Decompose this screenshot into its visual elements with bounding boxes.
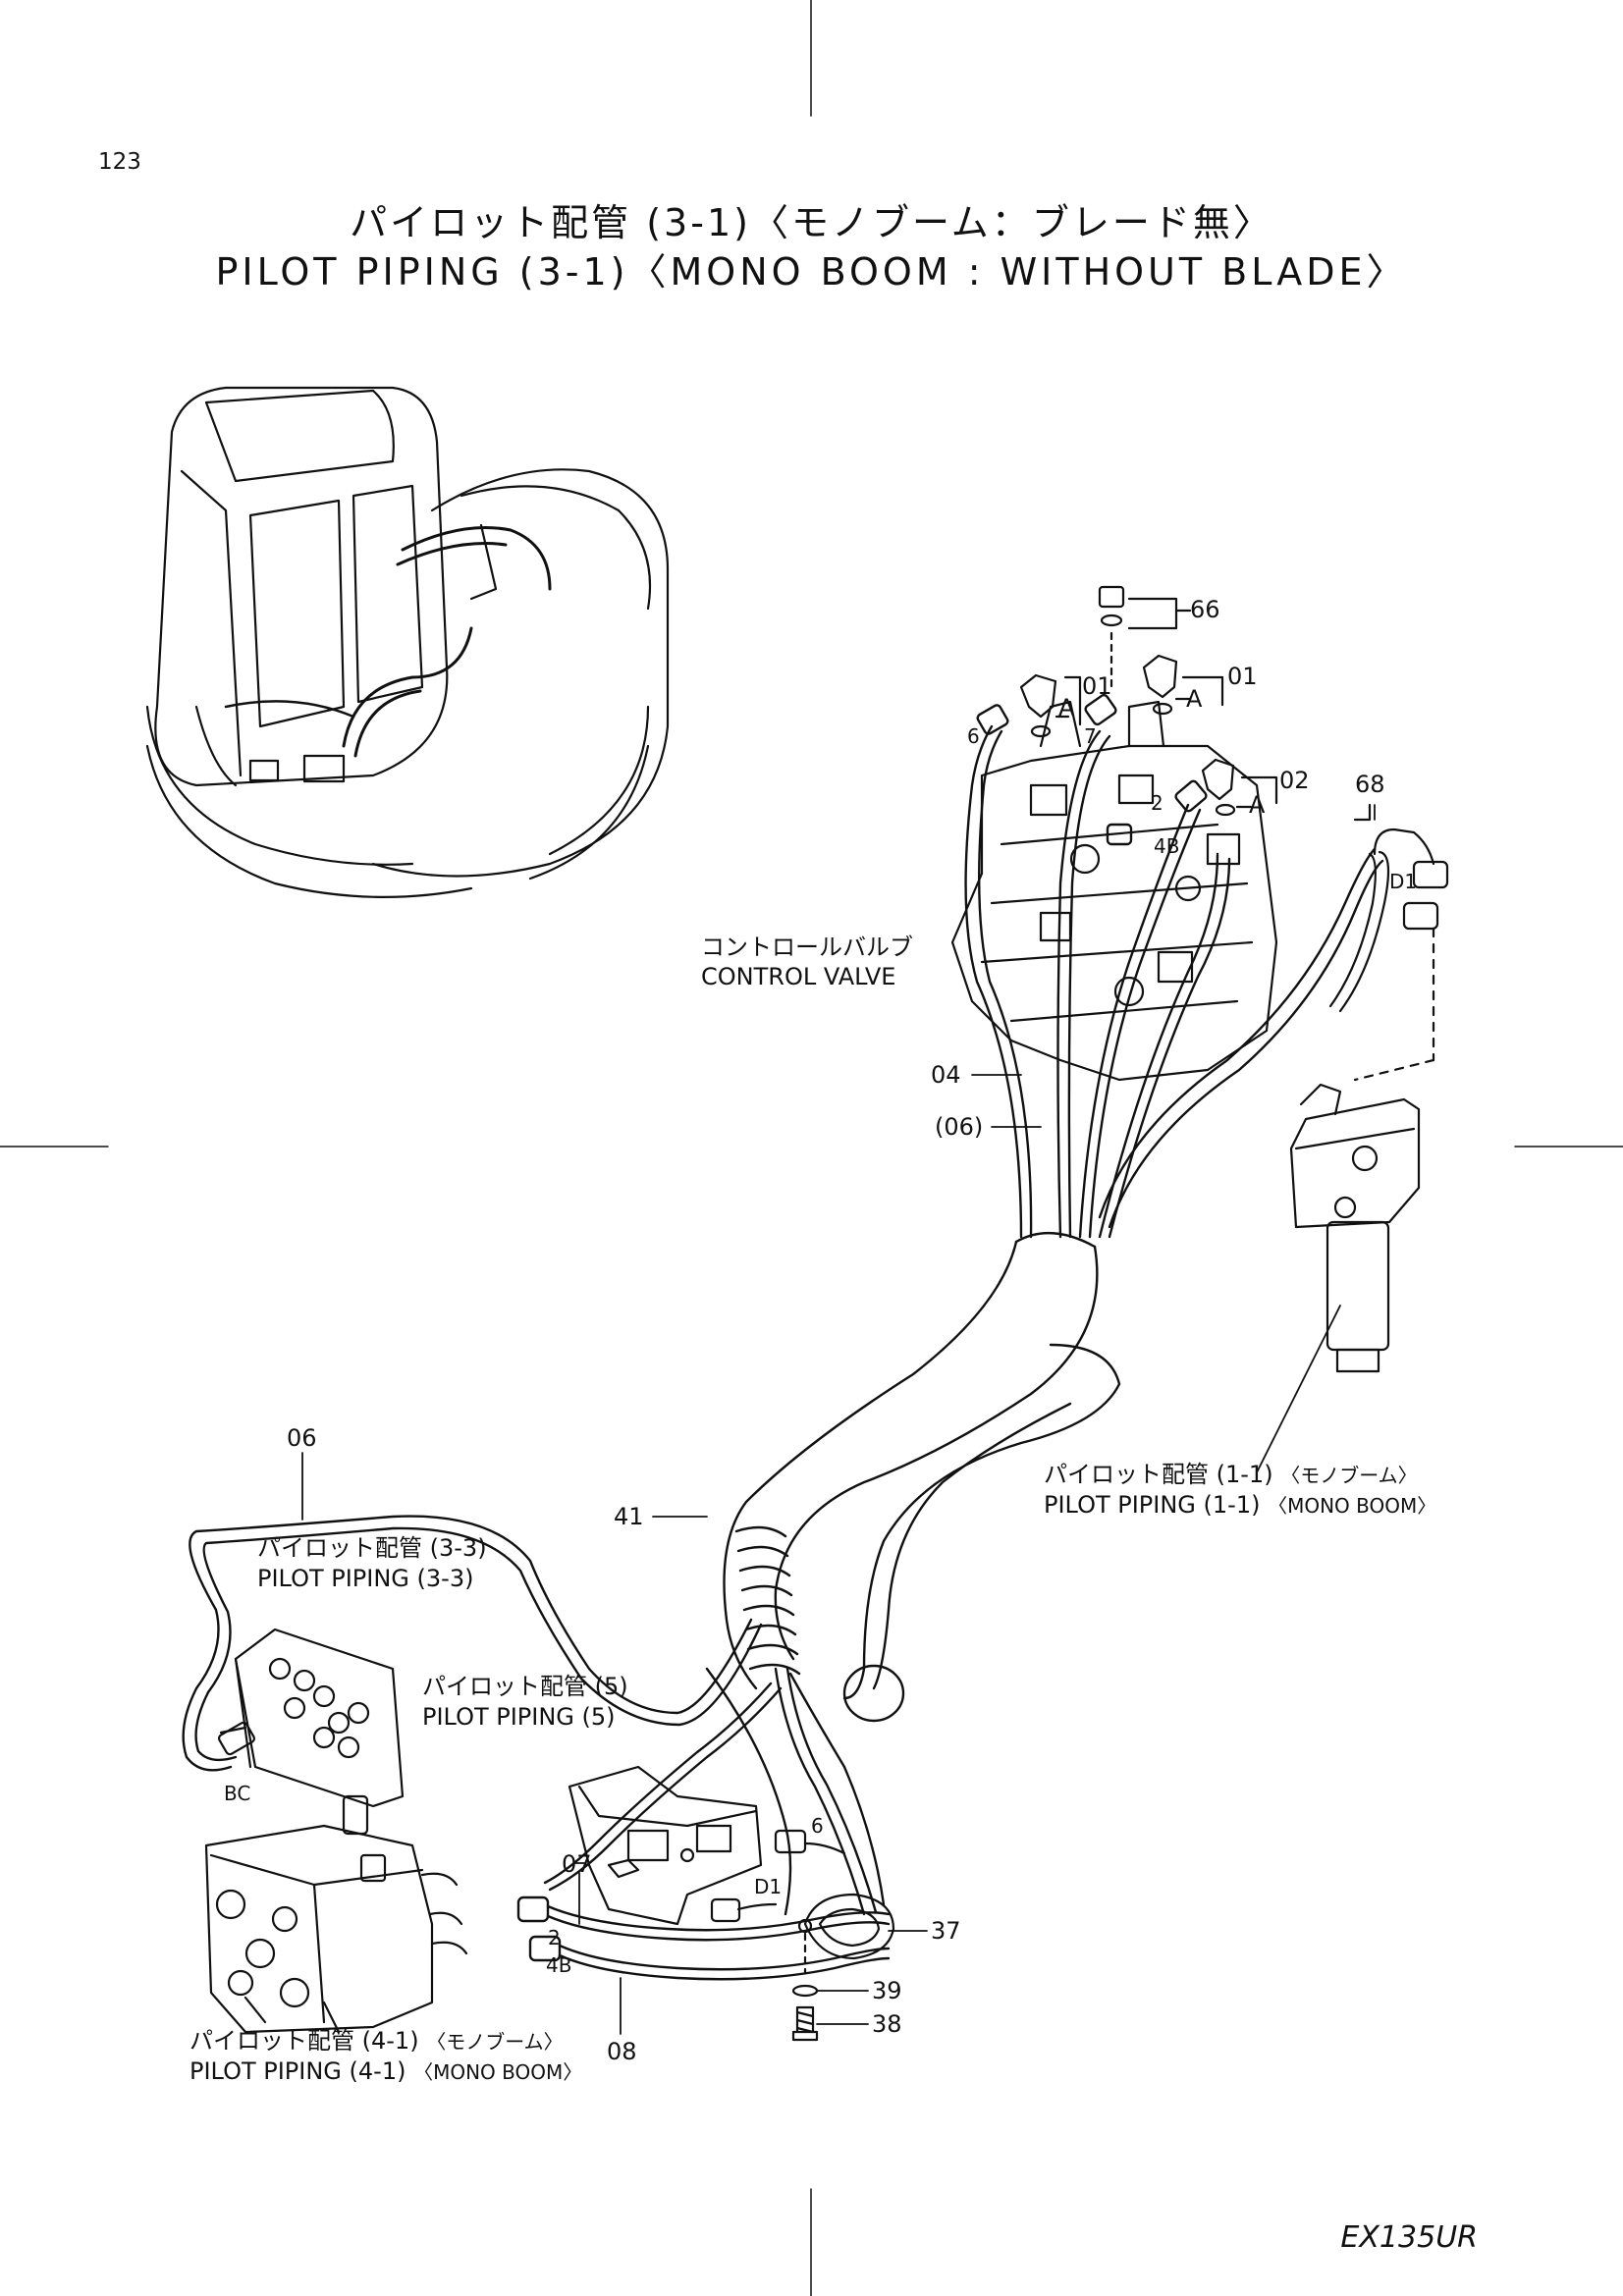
page-number: 123	[98, 149, 141, 175]
port-label-4b-top: 4B	[1154, 834, 1180, 858]
callout-pilot-piping-1-1-jp: パイロット配管 (1-1) 〈モノブーム〉	[1044, 1460, 1418, 1490]
excavator-cab-overview	[145, 386, 670, 898]
callout-pilot-piping-1-1-jp-sub: 〈モノブーム〉	[1280, 1464, 1418, 1487]
plug-66	[1098, 585, 1192, 689]
callout-pilot-piping-4-1-en-sub: 〈MONO BOOM〉	[413, 2060, 583, 2084]
port-label-bc: BC	[224, 1782, 251, 1805]
callout-control-valve-jp: コントロールバルブ	[701, 934, 913, 961]
model-number: EX135UR	[1340, 2220, 1478, 2255]
pilot-filter-unit	[1289, 1083, 1421, 1373]
hoses-to-4-1	[516, 1896, 891, 1981]
callout-control-valve-en: CONTROL VALVE	[701, 963, 896, 990]
port-label-a1: A	[1058, 694, 1075, 721]
port-label-a3: A	[1249, 791, 1266, 819]
pilot-hoses-upper	[964, 693, 1384, 1239]
callout-pilot-piping-4-1-en-main: PILOT PIPING (4-1)	[189, 2057, 406, 2085]
page-title-japanese: パイロット配管 (3-1)〈モノブーム：ブレード無〉	[350, 201, 1273, 244]
part-number-08: 08	[607, 2038, 637, 2065]
part-number-37: 37	[931, 1917, 961, 1945]
callout-pilot-piping-3-3-jp: パイロット配管 (3-3)	[257, 1534, 487, 1562]
callout-pilot-piping-4-1-en: PILOT PIPING (4-1) 〈MONO BOOM〉	[189, 2056, 582, 2087]
part-number-39: 39	[872, 1977, 902, 2004]
port-label-7: 7	[1084, 724, 1097, 748]
callout-pilot-piping-3-3-en: PILOT PIPING (3-3)	[257, 1565, 474, 1592]
page-title-english: PILOT PIPING (3-1)〈MONO BOOM : WITHOUT B…	[215, 250, 1408, 294]
leader-pp11	[1256, 1305, 1341, 1473]
port-label-4b-bottom: 4B	[546, 1953, 572, 1977]
part-number-01-right: 01	[1227, 663, 1258, 690]
part-number-68: 68	[1355, 771, 1385, 798]
port-label-2-bottom: 2	[548, 1926, 561, 1949]
pilot-hoses-lower	[182, 1515, 886, 1916]
port-label-d1-top: D1	[1389, 870, 1418, 893]
part-number-06: 06	[287, 1424, 317, 1452]
part-number-04: 04	[931, 1061, 961, 1089]
part-number-06-ref: (06)	[935, 1113, 984, 1141]
hose-protector-41	[723, 1232, 1121, 1723]
port-label-a2: A	[1186, 685, 1203, 713]
callout-pilot-piping-1-1-en-main: PILOT PIPING (1-1)	[1044, 1491, 1261, 1519]
valve-block-5	[568, 1765, 846, 1926]
leader-lines	[301, 804, 1376, 2035]
part-number-01-left: 01	[1082, 672, 1112, 700]
port-label-d1-bottom: D1	[754, 1875, 783, 1898]
manifold-3-3	[218, 1628, 405, 1808]
hose-68	[1328, 803, 1449, 1082]
port-label-2-top: 2	[1151, 791, 1163, 815]
elbow-fittings	[1019, 654, 1278, 817]
part-number-02: 02	[1279, 767, 1310, 794]
part-number-38: 38	[872, 2010, 902, 2038]
part-number-07: 07	[562, 1850, 592, 1878]
washer-39	[791, 1984, 819, 1998]
part-number-66: 66	[1190, 596, 1220, 623]
callout-pilot-piping-1-1-jp-main: パイロット配管 (1-1)	[1044, 1461, 1273, 1488]
callout-pilot-piping-5-en: PILOT PIPING (5)	[422, 1703, 616, 1731]
part-number-41: 41	[614, 1503, 644, 1530]
callout-pilot-piping-4-1-jp-main: パイロット配管 (4-1)	[189, 2027, 419, 2055]
callout-pilot-piping-1-1-en: PILOT PIPING (1-1) 〈MONO BOOM〉	[1044, 1490, 1436, 1521]
callout-pilot-piping-4-1-jp-sub: 〈モノブーム〉	[426, 2030, 564, 2054]
callout-pilot-piping-1-1-en-sub: 〈MONO BOOM〉	[1268, 1494, 1437, 1518]
callout-pilot-piping-5-jp: パイロット配管 (5)	[422, 1673, 628, 1700]
port-label-6-bottom: 6	[811, 1814, 824, 1838]
port-label-6-top: 6	[967, 724, 980, 748]
callout-pilot-piping-4-1-jp: パイロット配管 (4-1) 〈モノブーム〉	[189, 2026, 564, 2056]
valve-block-4-1	[204, 1794, 468, 2034]
clamp-37	[791, 1893, 895, 2042]
